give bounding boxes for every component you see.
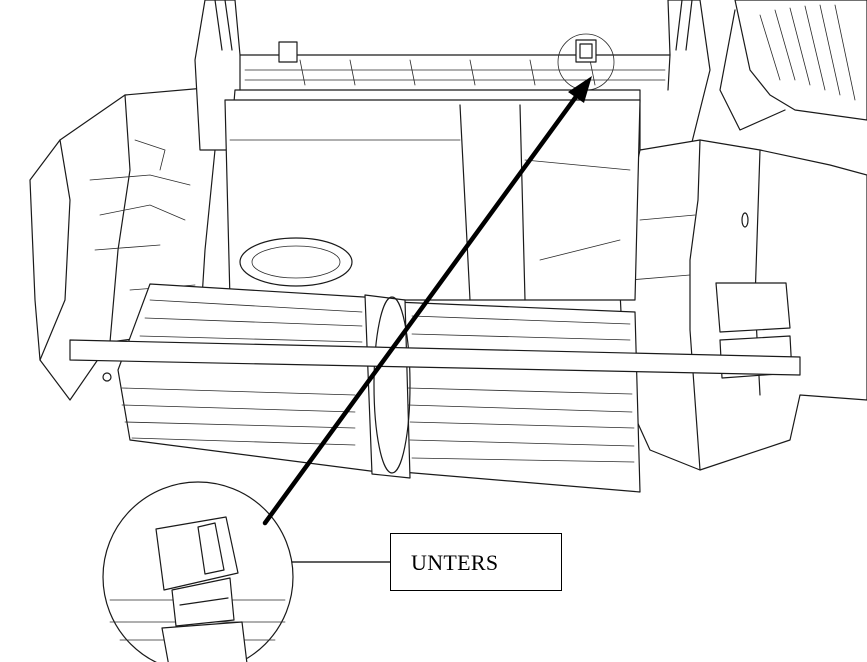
callout-label: UNTERS <box>411 550 499 575</box>
lid-hinge-tab <box>278 33 615 91</box>
detail-magnifier <box>102 481 294 662</box>
callout-box: UNTERS <box>390 533 562 591</box>
pointer-arrow <box>262 76 592 526</box>
printer-body <box>29 0 867 471</box>
